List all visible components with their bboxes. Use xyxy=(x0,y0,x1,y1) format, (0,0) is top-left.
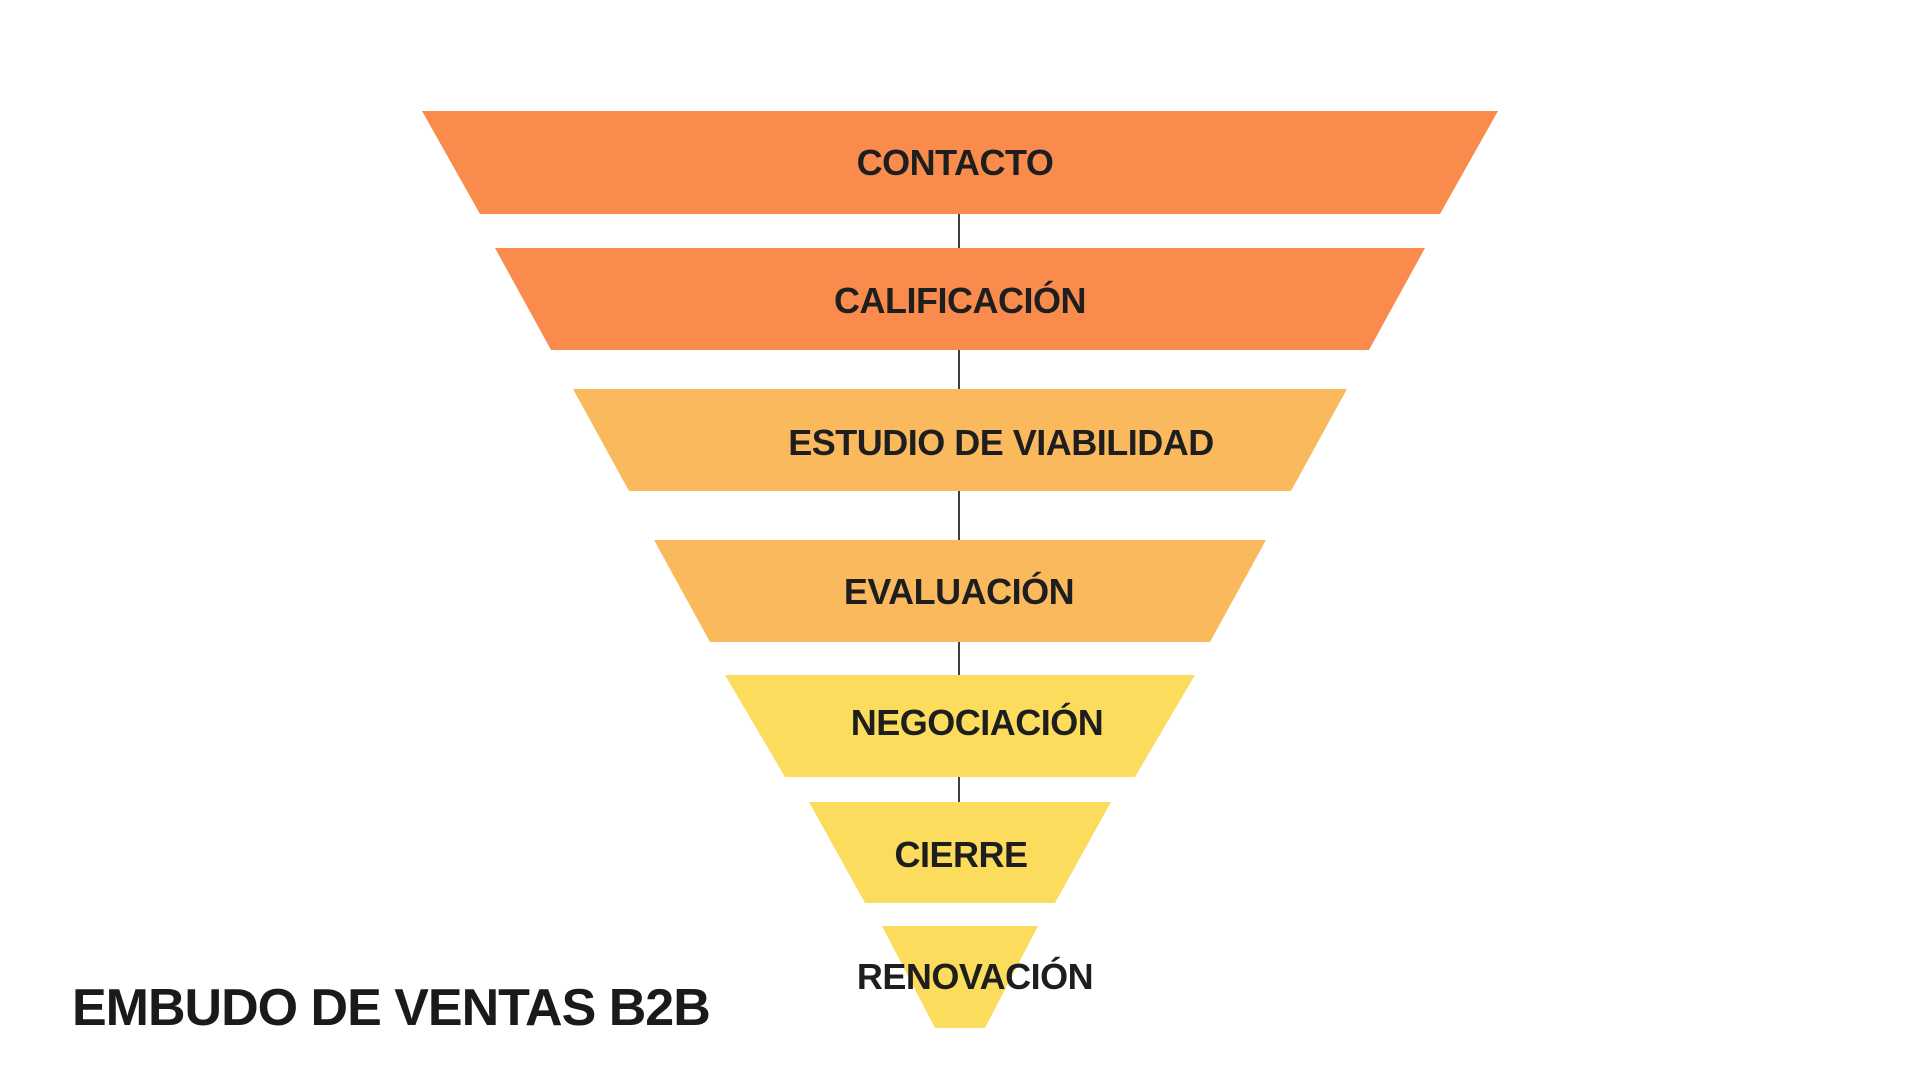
funnel-stage-label-contacto: CONTACTO xyxy=(856,142,1054,183)
connector-line xyxy=(958,350,960,389)
page-title: EMBUDO DE VENTAS B2B xyxy=(72,979,711,1037)
funnel-stage-label-cierre: CIERRE xyxy=(894,834,1028,875)
funnel-stage-label-renovacion: RENOVACIÓN xyxy=(856,956,1094,997)
funnel-stage-label-calificacion: CALIFICACIÓN xyxy=(834,280,1086,321)
funnel-stage-calificacion xyxy=(495,248,1425,350)
funnel-stage-label-estudio-de-viabilidad: ESTUDIO DE VIABILIDAD xyxy=(788,422,1214,463)
funnel-stage-negociacion xyxy=(725,675,1195,777)
funnel-stage-label-evaluacion: EVALUACIÓN xyxy=(843,571,1075,612)
funnel-stage-cierre xyxy=(809,802,1111,903)
connector-line xyxy=(958,491,960,540)
connector-line xyxy=(958,214,960,248)
connector-line xyxy=(958,777,960,802)
funnel-stage-estudio-de-viabilidad xyxy=(573,389,1347,491)
funnel-stage-evaluacion xyxy=(654,540,1266,642)
funnel-stage-contacto xyxy=(422,111,1498,214)
funnel-stage-label-negociacion: NEGOCIACIÓN xyxy=(850,702,1104,743)
connector-line xyxy=(958,642,960,675)
